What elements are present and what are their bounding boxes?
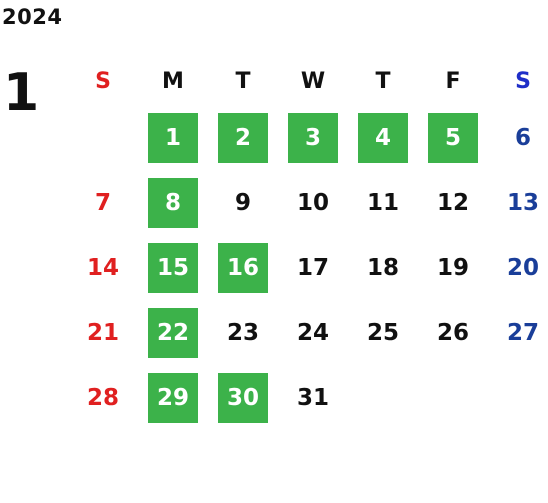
day-cell: 20 [488, 235, 548, 300]
calendar-date[interactable]: 11 [366, 189, 399, 216]
highlighted-date[interactable]: 22 [148, 307, 198, 358]
calendar-date[interactable]: 26 [436, 319, 469, 346]
year-label: 2024 [2, 5, 63, 29]
day-cell: 25 [348, 300, 418, 365]
day-cell: 21 [68, 300, 138, 365]
day-cell: 16 [208, 235, 278, 300]
day-cell: 31 [278, 365, 348, 430]
calendar-date[interactable]: 20 [506, 254, 539, 281]
day-cell: 8 [138, 170, 208, 235]
day-cell: 9 [208, 170, 278, 235]
weekday-friday: F [445, 68, 461, 94]
day-cell: 5 [418, 105, 488, 170]
calendar-date[interactable]: 25 [366, 319, 399, 346]
calendar-date[interactable]: 6 [514, 124, 531, 151]
calendar-date[interactable]: 27 [506, 319, 539, 346]
weekday-monday: M [162, 68, 184, 94]
weekday-saturday: S [515, 68, 531, 94]
calendar-date[interactable]: 10 [296, 189, 329, 216]
day-cell: 22 [138, 300, 208, 365]
weekday-thursday: T [375, 68, 391, 94]
highlighted-date[interactable]: 8 [148, 177, 198, 228]
highlighted-date[interactable]: 3 [288, 112, 338, 163]
day-cell: 15 [138, 235, 208, 300]
month-label: 1 [3, 63, 40, 123]
day-cell: 3 [278, 105, 348, 170]
day-cell: 11 [348, 170, 418, 235]
calendar-date[interactable]: 9 [234, 189, 251, 216]
week-row: 14 15 16 17 18 19 20 [68, 235, 548, 300]
day-cell: 26 [418, 300, 488, 365]
highlighted-date[interactable]: 5 [428, 112, 478, 163]
calendar-date[interactable]: 13 [506, 189, 539, 216]
day-cell: 4 [348, 105, 418, 170]
weekday-tuesday: T [235, 68, 251, 94]
day-cell: 28 [68, 365, 138, 430]
day-cell: 6 [488, 105, 548, 170]
day-cell: 18 [348, 235, 418, 300]
day-cell: 17 [278, 235, 348, 300]
day-cell [418, 365, 488, 430]
calendar-date[interactable]: 23 [226, 319, 259, 346]
calendar-date[interactable]: 17 [296, 254, 329, 281]
calendar-date[interactable]: 21 [86, 319, 119, 346]
highlighted-date[interactable]: 15 [148, 242, 198, 293]
weekday-wednesday: W [300, 68, 326, 94]
day-cell: 29 [138, 365, 208, 430]
week-row: 7 8 9 10 11 12 13 [68, 170, 548, 235]
highlighted-date[interactable]: 30 [218, 372, 268, 423]
highlighted-date[interactable]: 16 [218, 242, 268, 293]
calendar-date[interactable]: 19 [436, 254, 469, 281]
weekday-sunday: S [95, 68, 111, 94]
calendar-date[interactable]: 28 [86, 384, 119, 411]
highlighted-date[interactable]: 29 [148, 372, 198, 423]
week-row: 21 22 23 24 25 26 27 [68, 300, 548, 365]
week-row: 28 29 30 31 [68, 365, 548, 430]
day-cell [488, 365, 548, 430]
highlighted-date[interactable]: 2 [218, 112, 268, 163]
calendar-date[interactable]: 7 [94, 189, 111, 216]
calendar-date[interactable]: 18 [366, 254, 399, 281]
day-cell: 1 [138, 105, 208, 170]
day-cell: 13 [488, 170, 548, 235]
day-cell [348, 365, 418, 430]
day-cell: 27 [488, 300, 548, 365]
day-cell: 14 [68, 235, 138, 300]
day-cell: 24 [278, 300, 348, 365]
day-cell: 7 [68, 170, 138, 235]
day-cell: 10 [278, 170, 348, 235]
weekday-header-row: S M T W T F S [68, 57, 548, 105]
calendar-date[interactable]: 31 [296, 384, 329, 411]
highlighted-date[interactable]: 1 [148, 112, 198, 163]
calendar-date[interactable]: 14 [86, 254, 119, 281]
calendar-date[interactable]: 24 [296, 319, 329, 346]
highlighted-date[interactable]: 4 [358, 112, 408, 163]
day-cell: 19 [418, 235, 488, 300]
day-cell [68, 105, 138, 170]
day-cell: 2 [208, 105, 278, 170]
day-cell: 12 [418, 170, 488, 235]
day-cell: 23 [208, 300, 278, 365]
day-cell: 30 [208, 365, 278, 430]
calendar-date[interactable]: 12 [436, 189, 469, 216]
